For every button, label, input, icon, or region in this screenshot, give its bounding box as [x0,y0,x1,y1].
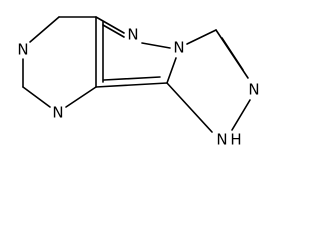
atom-label-n-pyrazole-bridge: N [173,39,184,57]
bond-layer [22,16,251,133]
bond-line [29,16,60,43]
bond-line [95,16,125,34]
bond-line [166,82,213,133]
double-bond-line [221,37,244,71]
atom-label-n-triazole-right: N [248,81,259,99]
molecule-structure-diagram: N N N N N N H [17,16,260,149]
atom-label-n-triazole-bottom: N [216,131,227,149]
atom-label-layer: N N N N N N H [17,26,259,149]
bond-line [65,86,97,108]
bond-line [231,99,251,131]
bond-line [166,57,177,84]
bond-line [22,86,51,108]
double-bond-line [103,76,161,81]
atom-label-n-pyrimidine-top: N [17,41,28,59]
double-bond-line [102,24,125,38]
bond-line [141,42,171,49]
atom-label-h-triazole-bottom: H [230,131,241,149]
atom-label-n-pyrimidine-bottom: N [52,104,63,122]
bond-line [186,29,217,45]
atom-label-n-pyrazole-top: N [127,26,138,44]
bond-line [95,82,168,88]
